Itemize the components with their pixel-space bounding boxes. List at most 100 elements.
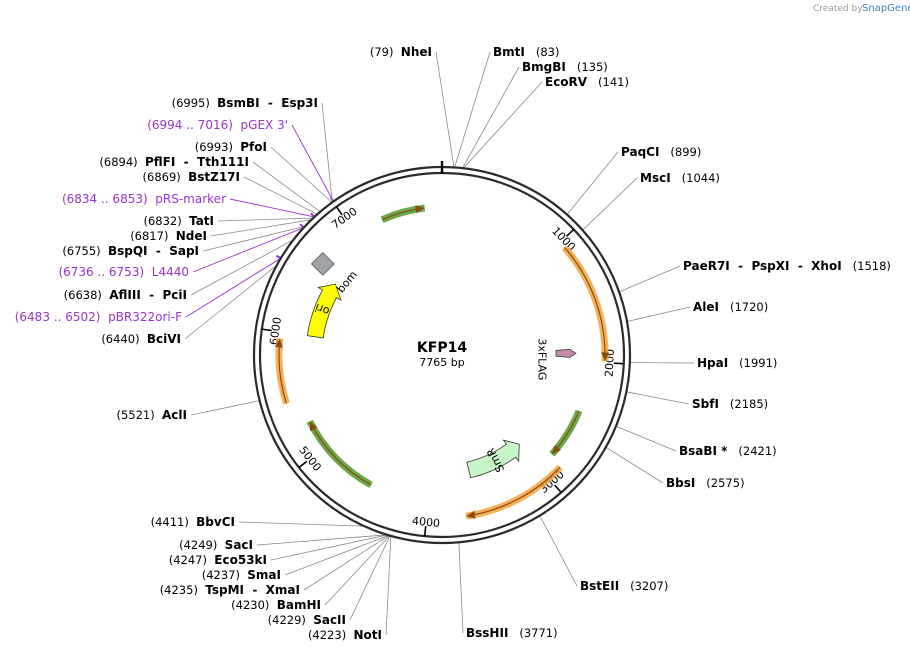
bom-marker [310, 252, 335, 276]
primer-label: (6736 .. 6753) L4440 [58, 265, 189, 279]
site-label: (4411) BbvCI [151, 515, 235, 529]
site-label: (6440) BciVI [101, 332, 181, 346]
site-name: EcoRV [545, 75, 588, 89]
site-position: (1991) [728, 356, 777, 370]
flag-marker [555, 348, 577, 358]
site-name: PflFI - Tth111I [145, 155, 249, 169]
primer-range: (6834 .. 6853) [62, 192, 155, 206]
leader-line [615, 425, 677, 452]
site-position: (6817) [130, 229, 176, 243]
site-position: (4235) [160, 583, 206, 597]
site-position: (6995) [172, 96, 218, 110]
leader-line [190, 400, 260, 416]
site-name: TspMI - XmaI [205, 583, 300, 597]
site-label: (6894) PflFI - Tth111I [99, 155, 249, 169]
site-label: BbsI (2575) [666, 476, 745, 490]
site-position: (4237) [202, 568, 248, 582]
site-label: (4223) NotI [308, 628, 382, 642]
leader-line [303, 535, 390, 591]
leader-line [605, 446, 664, 484]
feature-arrowhead [275, 338, 283, 348]
leader-line [618, 265, 681, 293]
primer-name: pGEX 3' [241, 118, 288, 132]
feature-line [563, 247, 606, 360]
site-position: (1044) [671, 171, 720, 185]
site-label: (4230) BamHI [231, 598, 321, 612]
site-name: NheI [401, 45, 432, 59]
site-position: (5521) [116, 408, 162, 422]
orange-feature-arrow [465, 464, 563, 520]
site-name: Eco53kI [214, 553, 267, 567]
site-name: BstZ17I [188, 170, 240, 184]
site-name: BmtI [493, 45, 525, 59]
site-label: (5521) AclI [116, 408, 187, 422]
primer-range: (6994 .. 7016) [147, 118, 240, 132]
site-position: (135) [566, 60, 608, 74]
site-name: BamHI [277, 598, 321, 612]
site-label: (4247) Eco53kI [169, 553, 267, 567]
site-label: (4249) SacI [179, 538, 253, 552]
site-label: SbfI (2185) [692, 397, 768, 411]
leader-line [463, 81, 543, 169]
leader-line [458, 542, 464, 634]
leader-line [229, 198, 315, 218]
site-label: (6995) BsmBI - Esp3I [172, 96, 318, 110]
leader-line [210, 219, 312, 237]
site-name: SbfI [692, 397, 719, 411]
site-position: (2575) [695, 476, 744, 490]
site-label: BssHII (3771) [466, 626, 558, 640]
site-position: (79) [370, 45, 401, 59]
site-position: (6440) [101, 332, 147, 346]
site-position: (6894) [99, 155, 145, 169]
site-label: MscI (1044) [640, 171, 720, 185]
site-name: PaqCI [621, 145, 659, 159]
leader-line [256, 534, 388, 546]
feature-band [306, 419, 373, 488]
site-label: (6832) TatI [144, 214, 215, 228]
leader-line [270, 534, 388, 561]
primer-range: (6736 .. 6753) [58, 265, 151, 279]
site-label: (6993) PfoI [195, 140, 267, 154]
tick-mark [554, 484, 562, 494]
feature-line [309, 422, 372, 486]
leader-line [217, 217, 314, 222]
site-label: AleI (1720) [693, 300, 768, 314]
site-label: EcoRV (141) [545, 75, 629, 89]
site-position: (4223) [308, 628, 354, 642]
site-position: (2421) [727, 444, 776, 458]
leader-line [539, 515, 578, 587]
tick-mark [298, 460, 308, 469]
feature-arrowhead [551, 444, 561, 455]
tick-mark [565, 228, 575, 237]
site-position: (6755) [62, 244, 108, 258]
site-position: (1518) [842, 259, 891, 273]
site-position: (4229) [268, 613, 314, 627]
snapgene-credit: Created by SnapGene [813, 3, 910, 14]
primer-name: pBR322ori-F [108, 310, 182, 324]
feature-arrowhead [415, 205, 425, 213]
plasmid-center-label: KFP14 7765 bp [417, 340, 467, 369]
site-name: BssHII [466, 626, 508, 640]
leader-line [626, 306, 691, 322]
leader-line [321, 102, 333, 203]
site-name: SacII [313, 613, 346, 627]
site-label: BmgBI (135) [522, 60, 608, 74]
site-position: (141) [587, 75, 629, 89]
site-name: PaeR7I - PspXI - XhoI [683, 259, 842, 273]
site-label: (6817) NdeI [130, 229, 207, 243]
leader-line [582, 177, 638, 231]
site-name: BsaBI * [679, 444, 728, 458]
site-name: MscI [640, 171, 671, 185]
green-feature-arrow [380, 204, 426, 223]
site-position: (1720) [719, 300, 768, 314]
primer-label: (6834 .. 6853) pRS-marker [62, 192, 226, 206]
smr-arrow-shape [466, 439, 520, 479]
orange-feature-arrow [275, 338, 290, 405]
site-name: HpaI [697, 356, 728, 370]
site-position: (3771) [508, 626, 557, 640]
site-name: BstEII [580, 579, 619, 593]
tick-mark [261, 328, 272, 332]
site-label: (4229) SacII [268, 613, 346, 627]
feature-arrowhead [601, 352, 610, 362]
